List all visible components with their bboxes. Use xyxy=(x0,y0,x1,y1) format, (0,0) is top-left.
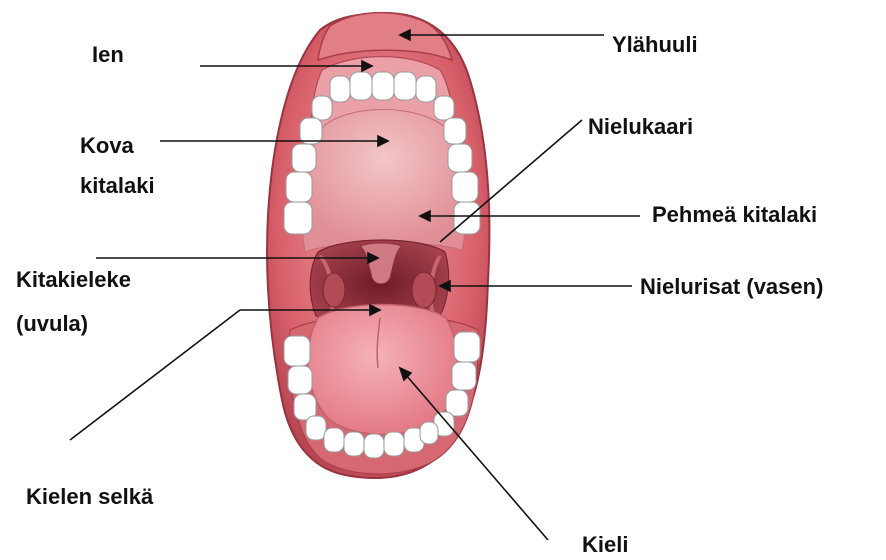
label-ylahuuli: Ylähuuli xyxy=(612,30,698,60)
label-nielurisat: Nielurisat (vasen) xyxy=(640,272,823,302)
palate xyxy=(302,110,466,253)
tongue xyxy=(308,305,458,435)
label-kitakieleke: Kitakieleke (uvula) xyxy=(16,258,131,346)
label-kielen-selka: Kielen selkä xyxy=(26,482,153,512)
label-nielukaari: Nielukaari xyxy=(588,112,693,142)
label-kitakieleke-line-1: Kitakieleke xyxy=(16,258,131,302)
label-pehmea-kitalaki: Pehmeä kitalaki xyxy=(652,200,817,230)
label-kova-kitalaki-line-2: kitalaki xyxy=(80,166,155,206)
label-ien: Ien xyxy=(92,40,124,70)
label-kieli: Kieli xyxy=(582,530,628,560)
label-kova-kitalaki-line-1: Kova xyxy=(80,126,155,166)
label-kova-kitalaki: Kova kitalaki xyxy=(80,126,155,206)
tonsil-right xyxy=(323,273,345,307)
tonsil-left xyxy=(412,272,436,308)
label-kitakieleke-line-2: (uvula) xyxy=(16,302,131,346)
